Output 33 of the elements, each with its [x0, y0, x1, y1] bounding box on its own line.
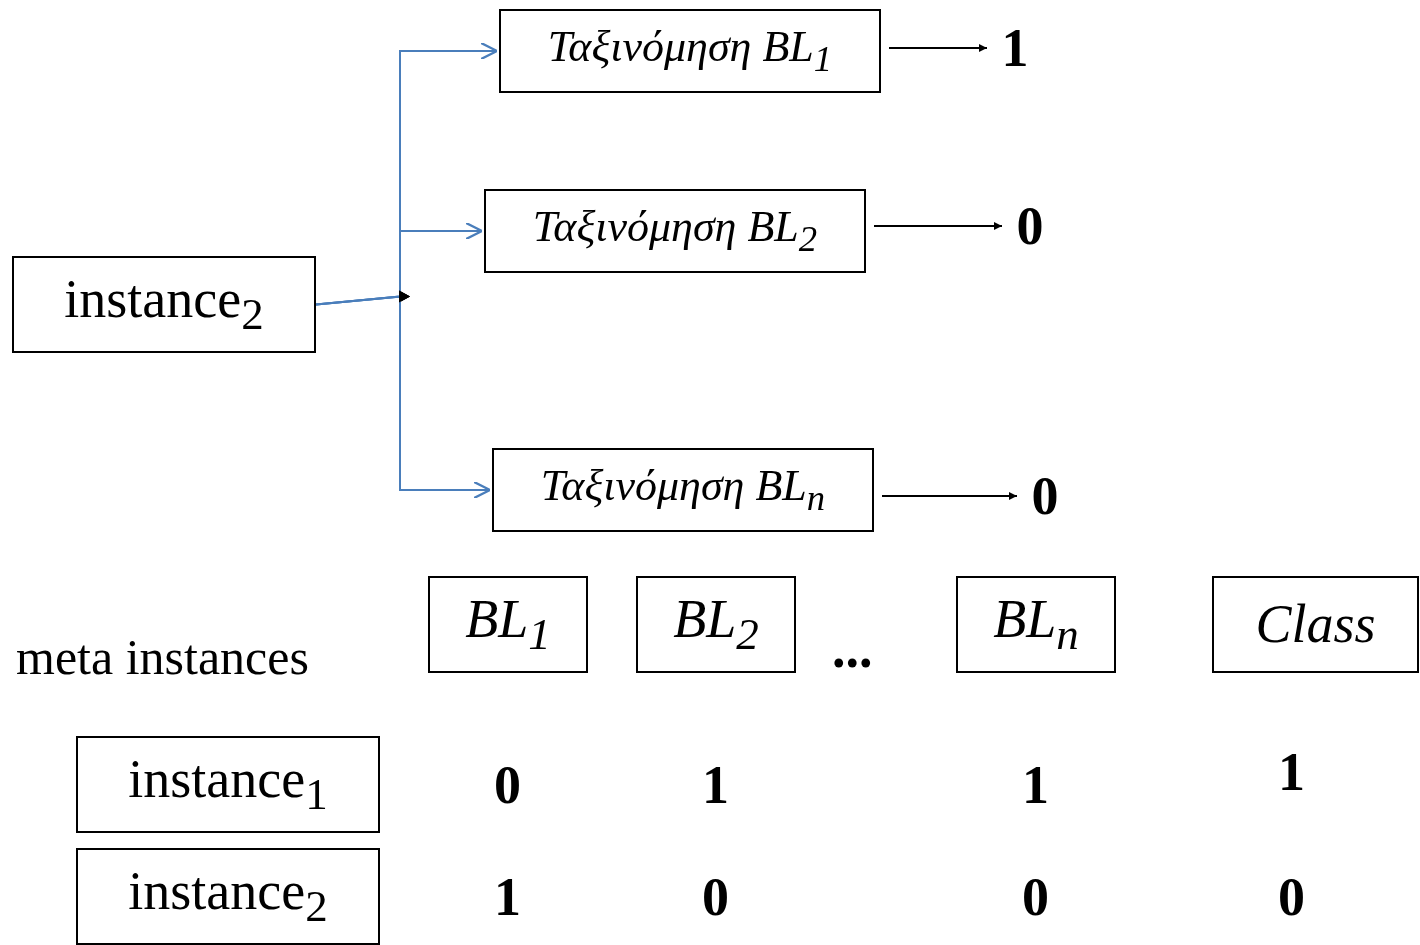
box-label: BL$_{1}$ [465, 589, 551, 660]
ellipsis: ... [832, 622, 873, 676]
table-value: 1 [494, 870, 521, 924]
classifier-box [499, 9, 881, 93]
header-box [636, 576, 796, 673]
instance-box [76, 848, 380, 945]
box-label: instance$_{2}$ [128, 861, 328, 932]
box-label: instance$_{2}$ [64, 269, 264, 340]
header-box [428, 576, 588, 673]
row-heading: meta instances [16, 632, 309, 682]
header-box [956, 576, 1116, 673]
instance-box [76, 736, 380, 833]
instance-box [12, 256, 316, 353]
table-value: 0 [1022, 870, 1049, 924]
box-label: Class [1255, 594, 1376, 655]
box-label: BL$_{2}$ [673, 589, 759, 660]
output-value: 1 [995, 20, 1035, 76]
box-label: Ταξινόμηση BL$_{1}$ [547, 22, 833, 80]
output-value: 0 [1010, 198, 1050, 254]
table-value: 0 [1278, 870, 1305, 924]
box-label: Ταξινόμηση BL$_{2}$ [532, 202, 818, 260]
table-value: 0 [494, 758, 521, 812]
classifier-box [492, 448, 874, 532]
classifier-box [484, 189, 866, 273]
table-value: 1 [702, 758, 729, 812]
table-value: 0 [702, 870, 729, 924]
box-label: Ταξινόμηση BL$_{n}$ [540, 461, 826, 519]
output-value: 0 [1025, 468, 1065, 524]
table-value: 1 [1022, 758, 1049, 812]
header-box [1212, 576, 1419, 673]
box-label: BL$_{n}$ [993, 589, 1079, 660]
table-value: 1 [1278, 745, 1305, 799]
box-label: instance$_{1}$ [128, 749, 328, 820]
